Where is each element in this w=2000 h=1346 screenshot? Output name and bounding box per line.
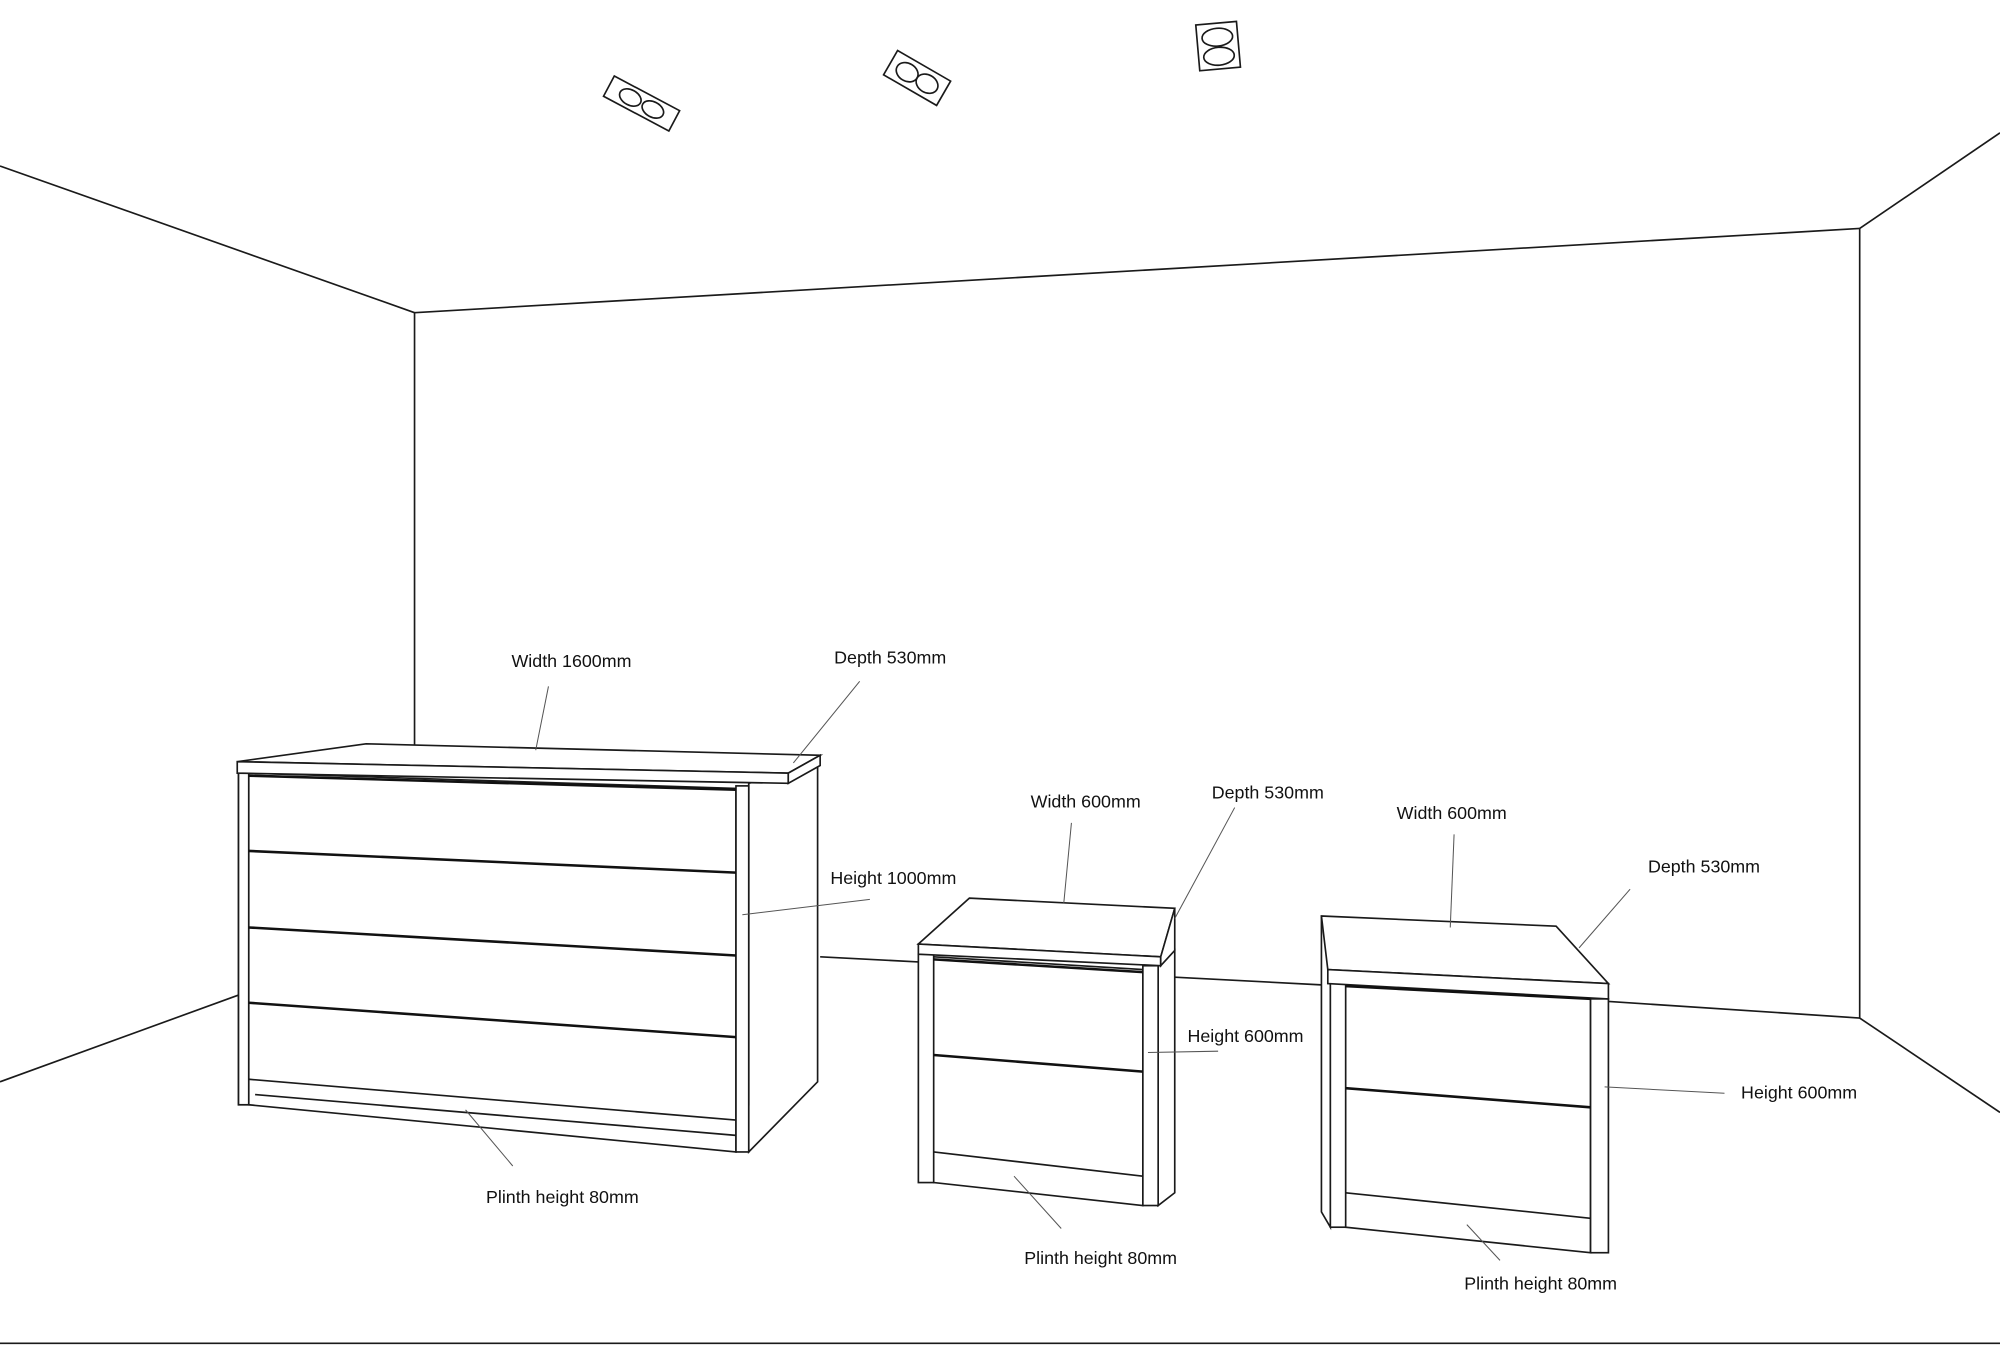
dimension-leaders: [465, 680, 1725, 1261]
ceiling-light: [602, 74, 681, 133]
ceiling-light: [1194, 20, 1242, 72]
bedside-right-depth-label: Depth 530mm: [1648, 857, 1760, 877]
chest-depth-label: Depth 530mm: [834, 647, 946, 667]
bedside-table-left: [916, 897, 1176, 1208]
bedside-left-depth-label: Depth 530mm: [1212, 783, 1324, 803]
bedside-table-right: [1320, 915, 1611, 1254]
room-outline: [0, 132, 2000, 1345]
bedside-left-plinth-label: Plinth height 80mm: [1024, 1248, 1177, 1268]
bedside-right-plinth-label: Plinth height 80mm: [1464, 1274, 1617, 1294]
ceiling-light: [882, 49, 952, 107]
chest-width-label: Width 1600mm: [511, 651, 631, 671]
bedside-left-height-label: Height 600mm: [1188, 1026, 1304, 1046]
chest-of-drawers: [236, 742, 824, 1154]
bedside-right-width-label: Width 600mm: [1397, 803, 1507, 823]
bedside-left-width-label: Width 600mm: [1031, 792, 1141, 812]
bedside-right-height-label: Height 600mm: [1741, 1082, 1857, 1102]
chest-height-label: Height 1000mm: [830, 868, 956, 888]
chest-plinth-label: Plinth height 80mm: [486, 1187, 639, 1207]
